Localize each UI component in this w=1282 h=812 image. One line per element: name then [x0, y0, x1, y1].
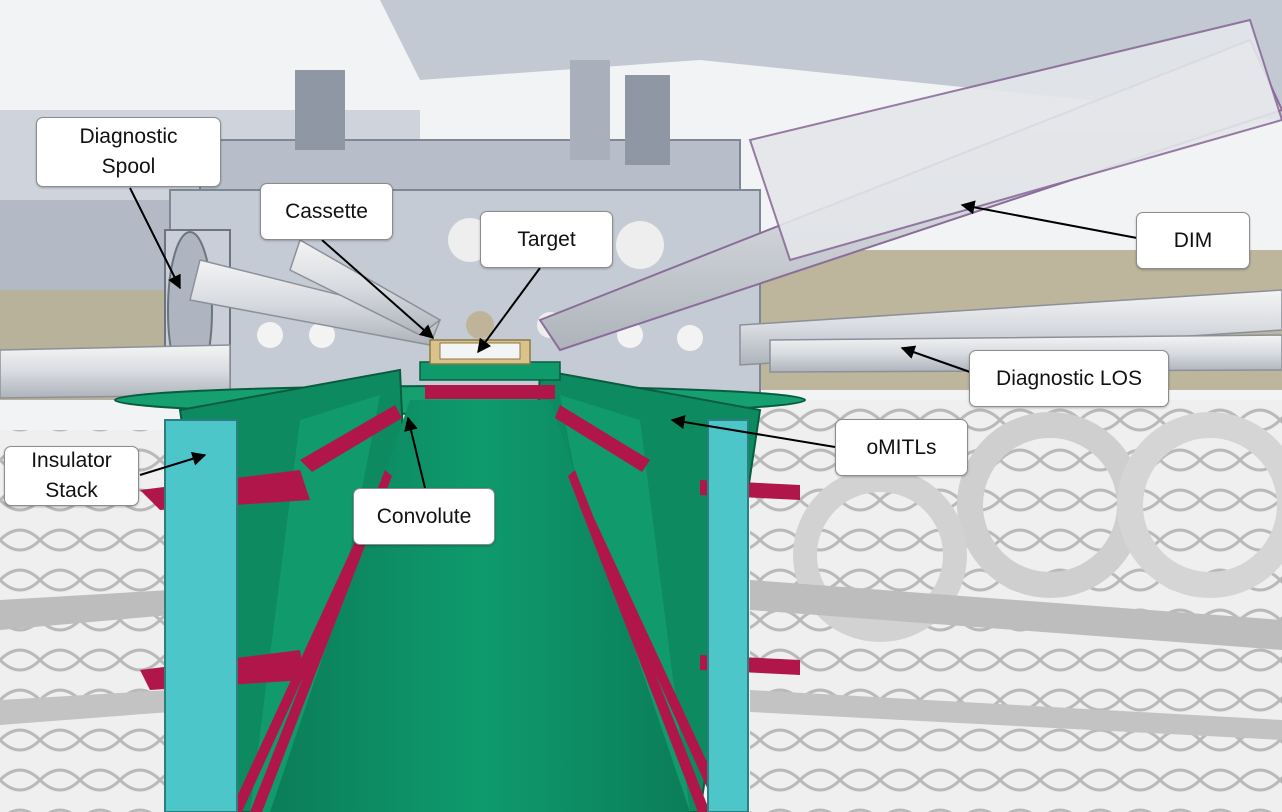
- leader-target: [477, 267, 541, 354]
- leader-omitls: [670, 415, 836, 448]
- leader-dim: [960, 200, 1138, 239]
- label-diagnostic-los-text: Diagnostic LOS: [996, 366, 1142, 390]
- insulator-stack: [164, 419, 749, 812]
- label-insulator-stack-line2: Stack: [45, 479, 98, 502]
- label-dim-text: DIM: [1173, 228, 1213, 252]
- label-cassette-text: Cassette: [285, 199, 368, 223]
- label-insulator-stack: Insulator Stack: [4, 446, 139, 506]
- leader-insulator-stack: [139, 452, 207, 476]
- diagnostic-pipes: [0, 18, 1282, 399]
- omitl-assembly: [114, 361, 806, 812]
- label-omitls: oMITLs: [835, 419, 968, 476]
- leader-lines: [129, 187, 1138, 489]
- background-coils: [750, 400, 1282, 812]
- leader-convolute: [404, 416, 426, 489]
- label-target: Target: [480, 211, 613, 268]
- leader-cassette: [321, 239, 435, 339]
- leader-diagnostic-spool: [129, 187, 181, 290]
- label-convolute-text: Convolute: [376, 504, 472, 528]
- label-cassette: Cassette: [260, 183, 393, 240]
- label-dim: DIM: [1136, 212, 1250, 269]
- label-target-text: Target: [517, 227, 576, 251]
- label-diagnostic-spool: Diagnostic Spool: [36, 117, 221, 187]
- label-insulator-stack-line1: Insulator: [31, 449, 112, 472]
- label-diagnostic-spool-line1: Diagnostic: [79, 125, 178, 148]
- label-convolute: Convolute: [353, 488, 495, 545]
- label-diagnostic-spool-line2: Spool: [101, 155, 156, 178]
- label-diagnostic-los: Diagnostic LOS: [969, 350, 1169, 407]
- label-omitls-text: oMITLs: [866, 435, 937, 459]
- leader-diagnostic-los: [900, 345, 971, 373]
